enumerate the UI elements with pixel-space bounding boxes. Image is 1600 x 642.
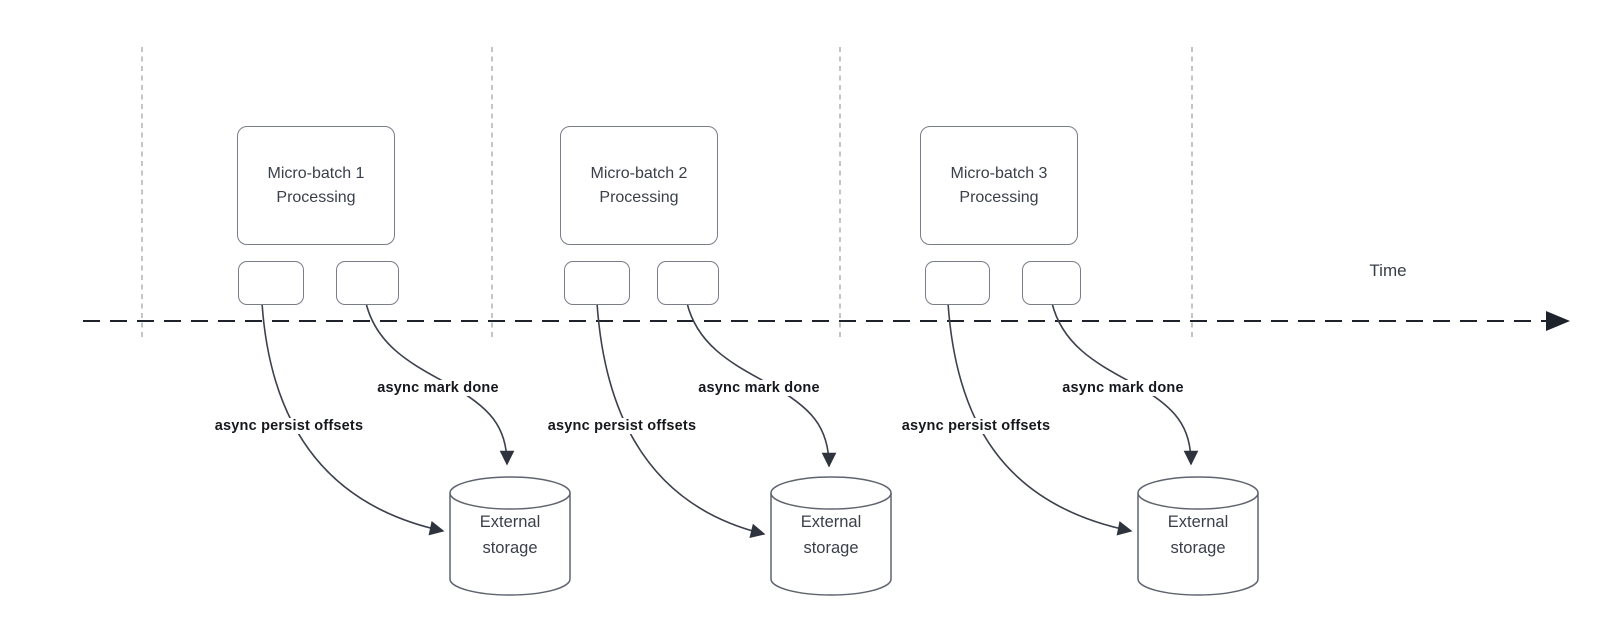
mark-done-label-3: async mark done [1059, 380, 1187, 396]
persist-offsets-arrow-1 [261, 302, 445, 536]
external-storage-cylinder-1 [449, 476, 571, 596]
persist-offsets-arrow-2 [596, 302, 766, 539]
microbatch-1-persist-task-box [238, 261, 304, 305]
persist-offsets-label-1: async persist offsets [211, 418, 367, 434]
persist-offsets-arrow-3 [947, 302, 1133, 536]
microbatch-2-mark-task-box [657, 261, 719, 305]
microbatch-3-mark-task-box [1022, 261, 1081, 305]
time-axis-label: Time [1369, 261, 1407, 280]
microbatch-2-processing-box: Micro-batch 2 Processing [560, 126, 718, 245]
microbatch-3-persist-task-box [925, 261, 990, 305]
external-storage-label-2: External storage [800, 513, 862, 557]
persist-offsets-label-2: async persist offsets [544, 418, 700, 434]
external-storage-cylinder-3 [1137, 476, 1259, 596]
microbatch-1-mark-task-box [336, 261, 399, 305]
microbatch-3-processing-box: Micro-batch 3 Processing [920, 126, 1078, 245]
external-storage-label-3: External storage [1167, 513, 1229, 557]
persist-offsets-label-3: async persist offsets [898, 418, 1054, 434]
microbatch-2-persist-task-box [564, 261, 630, 305]
external-storage-cylinder-2 [770, 476, 892, 596]
microbatch-1-processing-box: Micro-batch 1 Processing [237, 126, 395, 245]
mark-done-label-2: async mark done [695, 380, 823, 396]
external-storage-label-1: External storage [479, 513, 541, 557]
mark-done-label-1: async mark done [374, 380, 502, 396]
